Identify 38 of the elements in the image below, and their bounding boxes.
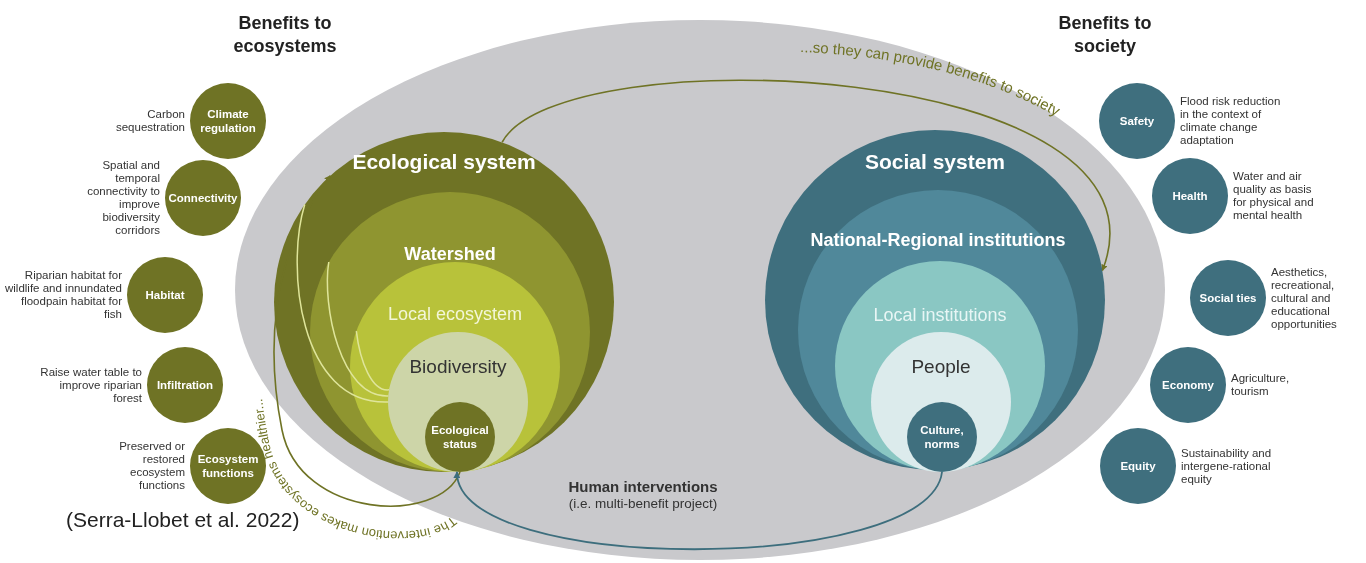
benefit-circle: Habitat — [127, 257, 203, 333]
benefit-circle: Infiltration — [147, 347, 223, 423]
curved-arrow — [273, 174, 461, 507]
benefit-circle: Economy — [1150, 347, 1226, 423]
benefit-description: Spatial and temporal connectivity to improve biodiversity corridors — [86, 159, 160, 237]
benefit-circle: Health — [1152, 158, 1228, 234]
curved-arrow — [501, 80, 1110, 272]
benefit-description: Water and air quality as basis for physical and mental health — [1233, 170, 1315, 222]
benefit-description: Sustainability and intergene-rational equity — [1181, 446, 1273, 486]
benefit-circle: Equity — [1100, 428, 1176, 504]
column-heading: Benefits to ecosystems — [232, 12, 338, 58]
circle-label: Biodiversity — [408, 356, 508, 378]
benefit-description: Agriculture, tourism — [1231, 372, 1291, 398]
benefit-description: Raise water table to improve riparian forest — [39, 365, 142, 405]
curved-arrow — [455, 470, 943, 551]
core-circle: Ecological status — [425, 402, 495, 472]
circle-label: Ecological system — [351, 150, 537, 174]
benefit-circle: Safety — [1099, 83, 1175, 159]
connector-line — [326, 261, 389, 397]
benefit-description: Preserved or restored ecosystem functions — [118, 440, 185, 492]
benefit-circle: Social ties — [1190, 260, 1266, 336]
circle-label: National-Regional institutions — [809, 230, 1067, 251]
circle-label: People — [910, 356, 972, 378]
benefit-circle: Climate regulation — [190, 83, 266, 159]
benefit-description: Flood risk reduction in the context of climate change adaptation — [1180, 95, 1282, 147]
circle-label: Local ecosystem — [386, 304, 524, 325]
benefit-description: Aesthetics, recreational, cultural and educational opportunities — [1271, 265, 1338, 331]
edge-label: Human interventions (i.e. multi-benefit project) — [567, 478, 719, 512]
benefit-circle: Connectivity — [165, 160, 241, 236]
circle-label: Local institutions — [872, 305, 1008, 326]
benefit-description: Riparian habitat for wildlife and innundated floodpain habitat for fish — [4, 269, 122, 321]
benefit-description: Carbon sequestration — [114, 108, 185, 134]
circle-label: Watershed — [403, 244, 497, 265]
column-heading: Benefits to society — [1057, 12, 1153, 58]
core-circle: Culture, norms — [907, 402, 977, 472]
connector-line — [296, 203, 389, 403]
circle-label: Social system — [863, 150, 1007, 174]
connector-line — [355, 330, 390, 391]
